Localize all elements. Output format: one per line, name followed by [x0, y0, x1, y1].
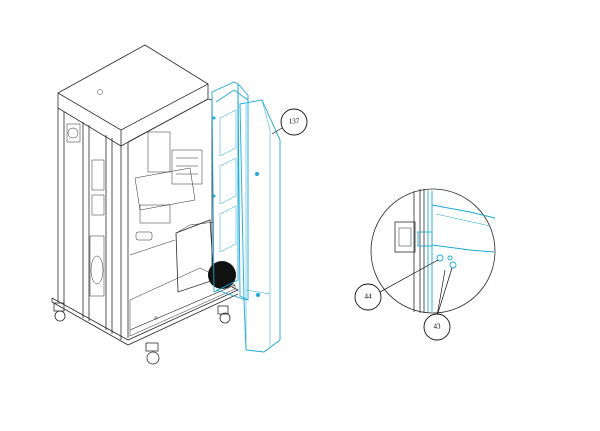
leader-43a	[436, 267, 453, 317]
callout-43: 43	[423, 313, 451, 341]
caster-front-right	[145, 342, 160, 365]
detail-circle	[370, 188, 496, 314]
hinge-bracket	[394, 221, 416, 253]
cabinet	[51, 44, 239, 365]
callout-44: 44	[354, 283, 382, 311]
detail-view	[370, 188, 496, 314]
leader-43b	[436, 269, 446, 317]
callout-137-label: 137	[289, 118, 300, 126]
hinge-detail-marker	[208, 261, 236, 289]
callout-43-label: 43	[434, 323, 442, 331]
caster-rear-right	[217, 305, 231, 324]
leader-44	[379, 259, 439, 293]
lower-tank	[89, 235, 105, 297]
door-handle-column	[239, 99, 281, 353]
callout-44-label: 44	[365, 293, 373, 301]
bin	[175, 219, 215, 293]
leader-137	[271, 127, 283, 135]
interior-floor	[129, 267, 236, 331]
screw-43	[449, 261, 457, 269]
cabinet-top-rim	[57, 84, 209, 147]
cabinet-top	[57, 44, 209, 131]
top-hole	[97, 89, 103, 95]
caster-front-left	[53, 302, 66, 322]
fan-unit	[66, 123, 81, 143]
control-box	[147, 131, 171, 173]
cabinet-base	[51, 286, 239, 341]
door-panel	[211, 81, 281, 353]
screw-44	[436, 254, 444, 262]
callout-137: 137	[280, 108, 308, 136]
